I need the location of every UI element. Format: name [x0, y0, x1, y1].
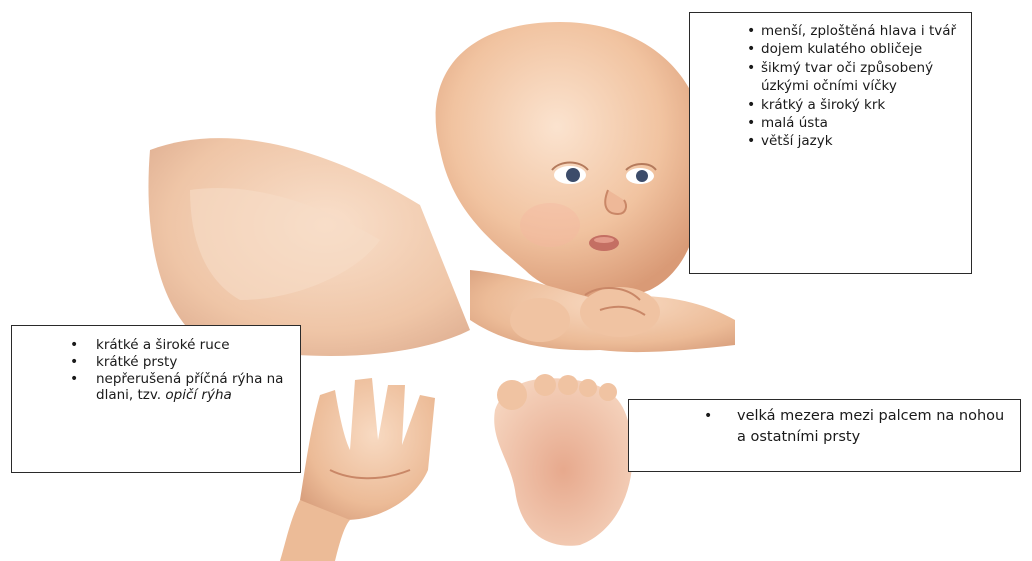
torso	[148, 138, 470, 356]
hand-feature-term: opičí rýha	[165, 387, 231, 403]
face-feature-item: krátký a široký krk	[690, 96, 967, 114]
big-toe	[497, 380, 527, 410]
face-feature-item: menší, zploštěná hlava i tvář	[690, 22, 967, 40]
hand-feature-item: nepřerušená příčná rýha na dlani, tzv. o…	[12, 371, 296, 405]
foot-feature-item: velká mezera mezi palcem na nohou a osta…	[629, 406, 1014, 448]
foot-drawing	[494, 374, 632, 546]
hand-drawing	[280, 378, 435, 561]
face-feature-item: větší jazyk	[690, 132, 967, 150]
face-features-callout: menší, zploštěná hlava i tvář dojem kula…	[689, 12, 972, 274]
hand-feature-item: krátké a široké ruce	[12, 337, 296, 354]
face-feature-item: malá ústa	[690, 114, 967, 132]
face-feature-item: dojem kulatého obličeje	[690, 40, 967, 58]
foot-features-list: velká mezera mezi palcem na nohou a osta…	[629, 406, 1014, 448]
hand-features-list: krátké a široké ruce krátké prsty nepřer…	[12, 337, 296, 404]
hand-feature-item: krátké prsty	[12, 354, 296, 371]
hand-features-callout: krátké a široké ruce krátké prsty nepřer…	[11, 325, 301, 473]
face-feature-item: šikmý tvar oči způsobený úzkými očními v…	[690, 59, 967, 96]
face-features-list: menší, zploštěná hlava i tvář dojem kula…	[690, 22, 967, 151]
head	[436, 22, 705, 298]
foot-features-callout: velká mezera mezi palcem na nohou a osta…	[628, 399, 1021, 472]
